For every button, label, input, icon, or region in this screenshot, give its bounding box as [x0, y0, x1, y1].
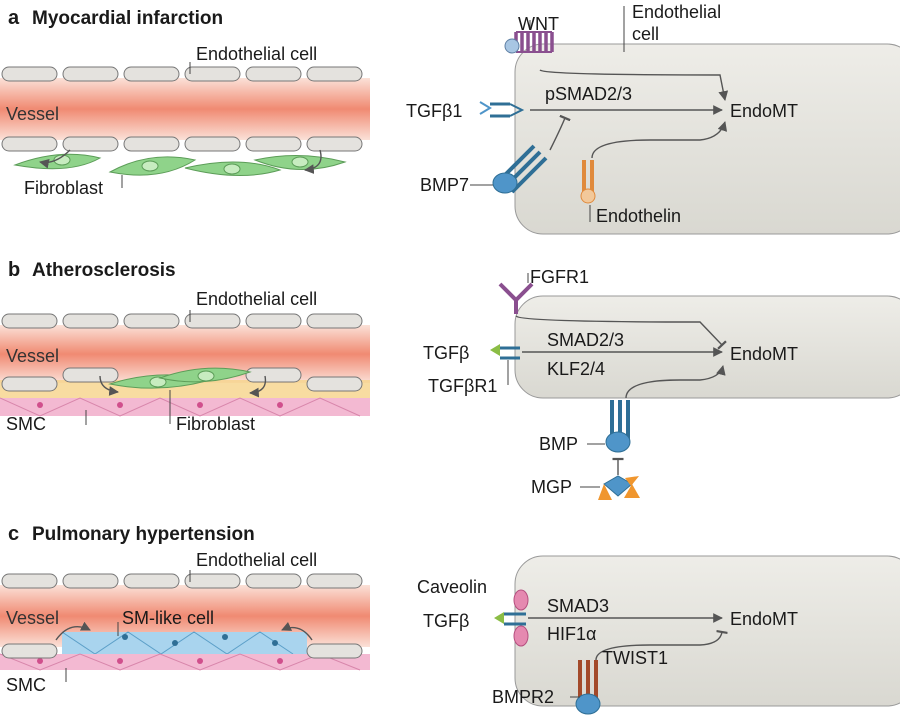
- bmp7-label: BMP7: [420, 175, 469, 195]
- transition-arrow: [99, 375, 119, 396]
- caveolin-icon: [513, 589, 529, 647]
- endothelin-to-endomt-arrow: [591, 121, 728, 159]
- tgfb1-receptor-icon: [479, 101, 525, 118]
- pathway-b: FGFR1 TGFβ TGFβR1 BMP MGP: [423, 267, 900, 500]
- endothelial-cell-label: Endothelial cell: [196, 289, 317, 309]
- bmp-receptor-icon: [605, 400, 631, 453]
- endothelial-label-line1: Endothelial: [632, 2, 721, 22]
- panel-letter: c: [8, 523, 19, 545]
- twist-label: TWIST1: [602, 648, 668, 668]
- tgfb1-label: TGFβ1: [406, 101, 462, 121]
- fgfr1-inhibition: [515, 315, 727, 350]
- panel-c: c Pulmonary hypertension: [0, 523, 900, 715]
- intima-layer: [0, 380, 370, 402]
- wnt-receptor-icon: [504, 31, 554, 54]
- transition-arrow: [281, 621, 313, 641]
- fibroblast-label: Fibroblast: [24, 178, 103, 198]
- tgfb-receptor-icon: [494, 612, 526, 626]
- panel-b: b Atherosclerosis: [0, 259, 900, 500]
- bmp-to-endomt-arrow: [625, 365, 726, 399]
- smc-label: SMC: [6, 414, 46, 434]
- fgfr1-receptor-icon: [498, 282, 534, 314]
- endomt-label: EndoMT: [730, 609, 798, 629]
- pathway-c: Caveolin TGFβ BMPR2 SMAD3 HIF1α EndoMT T…: [417, 555, 900, 715]
- endothelial-cell-label: Endothelial cell: [196, 550, 317, 570]
- smad-label: SMAD2/3: [547, 330, 624, 350]
- smad3-label: SMAD3: [547, 596, 609, 616]
- wnt-to-endomt-arrow: [539, 69, 729, 101]
- sm-like-layer: [61, 631, 307, 655]
- pathway-a: Endothelial cell WNT TGFβ1: [406, 2, 900, 235]
- fibroblasts: [13, 153, 347, 176]
- endothelial-row-top: [1, 313, 363, 329]
- endothelial-row-bottom: [1, 643, 363, 659]
- tgfb-label: TGFβ: [423, 343, 469, 363]
- sm-like-cell-label: SM-like cell: [122, 608, 214, 628]
- bmp7-receptor-icon: [492, 144, 548, 194]
- psmad-label: pSMAD2/3: [545, 84, 632, 104]
- bmp7-inhibition: [549, 114, 571, 151]
- vessel-b: Endothelial cell Vessel SMC Fibroblast: [0, 289, 370, 434]
- vessel-lumen: [0, 78, 370, 140]
- fibroblasts: [108, 367, 252, 389]
- endothelin-label: Endothelin: [596, 206, 681, 226]
- caveolin-label: Caveolin: [417, 577, 487, 597]
- smc-layer: [0, 397, 370, 417]
- tgfb-receptor-icon: [490, 344, 520, 360]
- endothelial-row-bottom: [1, 367, 363, 392]
- transition-arrow: [55, 621, 91, 641]
- transition-arrow: [304, 149, 322, 174]
- panel-letter: a: [8, 7, 20, 29]
- endothelial-cell-label: Endothelial cell: [196, 44, 317, 64]
- fgfr1-label: FGFR1: [530, 267, 589, 287]
- vessel-a: Endothelial cell Vessel Fibroblast: [0, 44, 370, 198]
- vessel-c: Endothelial cell Vessel SM-like cell SMC: [0, 550, 370, 695]
- klf-label: KLF2/4: [547, 359, 605, 379]
- transition-arrow: [249, 375, 267, 398]
- panel-title: Myocardial infarction: [32, 8, 223, 29]
- panel-a: a Myocardial infarction: [0, 2, 900, 235]
- bmp-label: BMP: [539, 434, 578, 454]
- tgfb-label: TGFβ: [423, 611, 469, 631]
- mgp-icon: [598, 475, 640, 500]
- endothelial-row-top: [1, 66, 363, 82]
- endothelial-row-top: [1, 573, 363, 589]
- fibroblast-label: Fibroblast: [176, 414, 255, 434]
- bmpr2-label: BMPR2: [492, 687, 554, 707]
- bmpr2-receptor-icon: [575, 660, 601, 715]
- twist-inhibition: [595, 629, 728, 661]
- smc-label: SMC: [6, 675, 46, 695]
- vessel-label: Vessel: [6, 608, 59, 628]
- endomt-label: EndoMT: [730, 344, 798, 364]
- tgfbr1-label: TGFβR1: [428, 376, 497, 396]
- vessel-label: Vessel: [6, 104, 59, 124]
- wnt-label: WNT: [518, 14, 559, 34]
- endomt-label: EndoMT: [730, 101, 798, 121]
- endothelin-receptor-icon: [580, 160, 596, 204]
- hif-label: HIF1α: [547, 624, 596, 644]
- vessel-label: Vessel: [6, 346, 59, 366]
- panel-title: Atherosclerosis: [32, 260, 176, 281]
- mgp-label: MGP: [531, 477, 572, 497]
- panel-letter: b: [8, 259, 20, 281]
- endothelial-row-bottom: [1, 136, 363, 152]
- smc-layer: [0, 653, 370, 671]
- panel-title: Pulmonary hypertension: [32, 524, 255, 545]
- transition-arrow: [39, 149, 71, 169]
- endothelial-label-line2: cell: [632, 24, 659, 44]
